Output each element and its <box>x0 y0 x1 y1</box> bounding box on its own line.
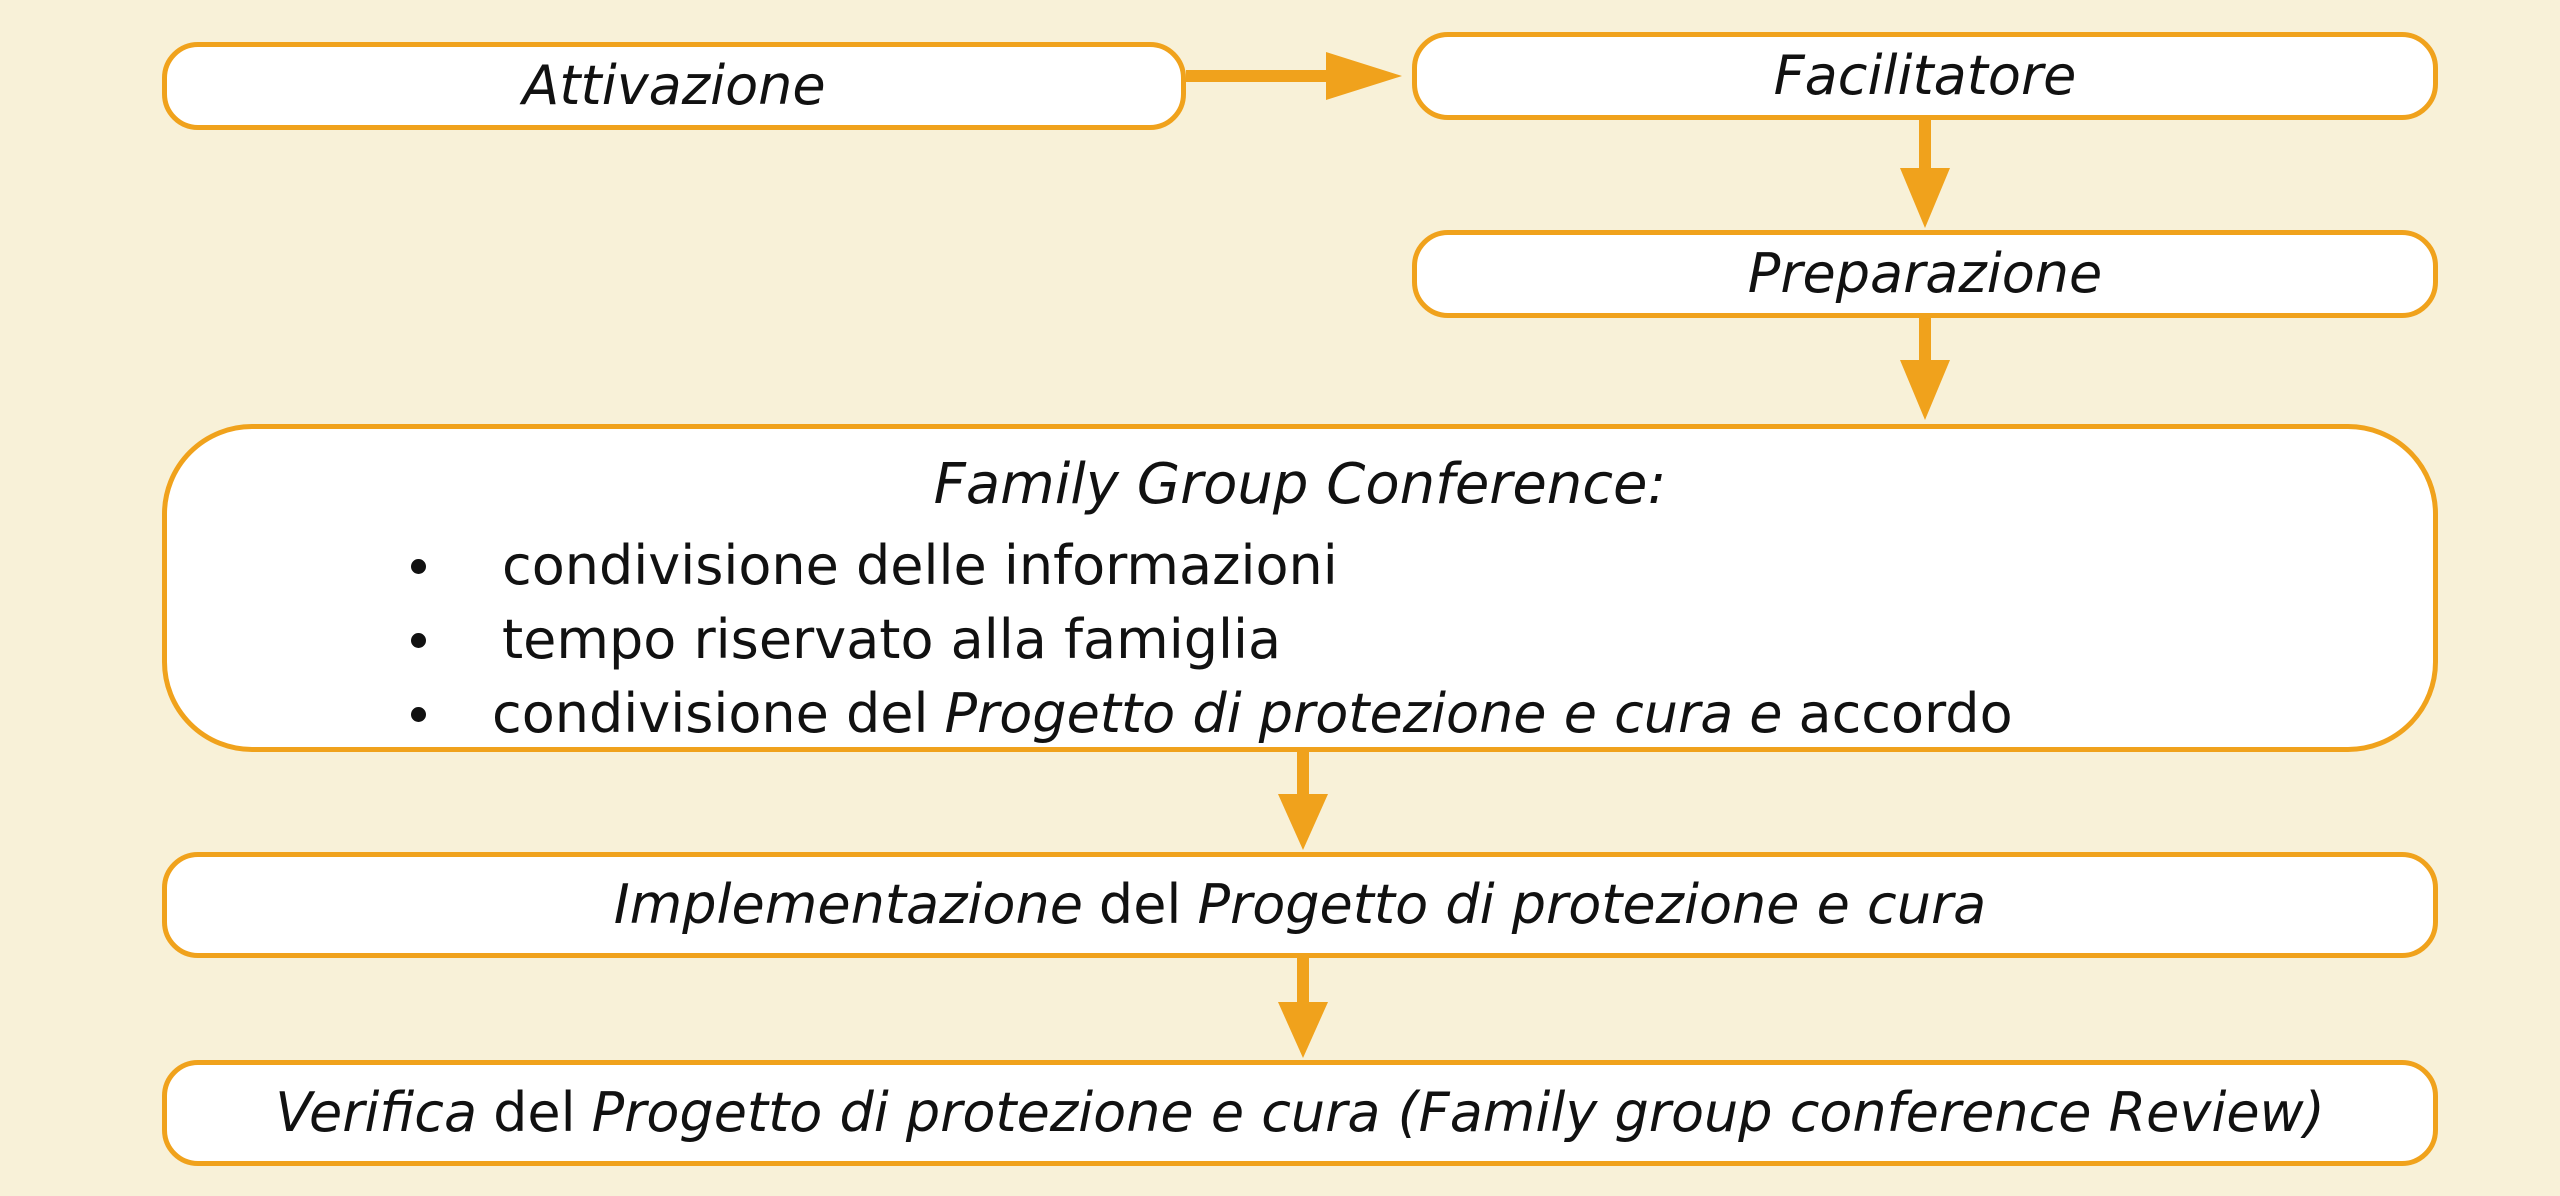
conference-to-implementation-arrow <box>1276 752 1330 852</box>
bullet-icon <box>411 706 426 722</box>
preparation-box: Preparazione <box>1412 230 2438 318</box>
facilitator-to-preparation-arrow <box>1898 120 1952 230</box>
down-arrow-icon <box>1278 752 1328 850</box>
down-arrow-icon <box>1900 120 1950 228</box>
activation-label: Attivazione <box>522 54 826 117</box>
preparation-to-conference-arrow <box>1898 318 1952 422</box>
bullet-text: tempo riservato alla famiglia <box>502 608 1282 671</box>
bullet-text: condivisione delle informazioni <box>502 534 1338 597</box>
facilitator-label: Facilitatore <box>1773 44 2077 107</box>
bullet-text-part: e <box>1749 682 1783 745</box>
bullet-text-part: accordo <box>1798 682 2013 745</box>
conference-bullet-list: condivisione delle informazioni tempo ri… <box>411 529 2013 751</box>
verification-label: Verifica <box>275 1081 478 1144</box>
project-title-text: Progetto di protezione e cura <box>1197 873 1987 936</box>
project-title-text: Progetto di protezione e cura <box>944 682 1734 745</box>
bullet-icon <box>411 632 426 648</box>
conference-title: Family Group Conference: <box>933 452 1667 517</box>
implementation-to-verification-arrow <box>1276 958 1330 1060</box>
implementation-box: Implementazione del Progetto di protezio… <box>162 852 2438 958</box>
conference-bullet-item: condivisione delle informazioni <box>411 529 2013 603</box>
verification-connector: del <box>493 1081 576 1144</box>
activation-to-facilitator-arrow <box>1186 50 1402 104</box>
preparation-label: Preparazione <box>1747 242 2103 305</box>
project-review-text: Progetto di protezione e cura (Family gr… <box>591 1081 2325 1144</box>
implementation-label: Implementazione <box>613 873 1083 936</box>
bullet-text-part: condivisione del <box>492 682 929 745</box>
conference-bullet-item: tempo riservato alla famiglia <box>411 603 2013 677</box>
down-arrow-icon <box>1900 318 1950 420</box>
facilitator-box: Facilitatore <box>1412 32 2438 120</box>
conference-bullet-item: condivisione del Progetto di protezione … <box>411 677 2013 751</box>
implementation-connector: del <box>1098 873 1182 936</box>
down-arrow-icon <box>1278 958 1328 1058</box>
right-arrow-icon <box>1186 52 1402 100</box>
bullet-icon <box>411 558 426 574</box>
verification-box: Verifica del Progetto di protezione e cu… <box>162 1060 2438 1166</box>
family-group-conference-box: Family Group Conference: condivisione de… <box>162 424 2438 752</box>
activation-box: Attivazione <box>162 42 1186 130</box>
